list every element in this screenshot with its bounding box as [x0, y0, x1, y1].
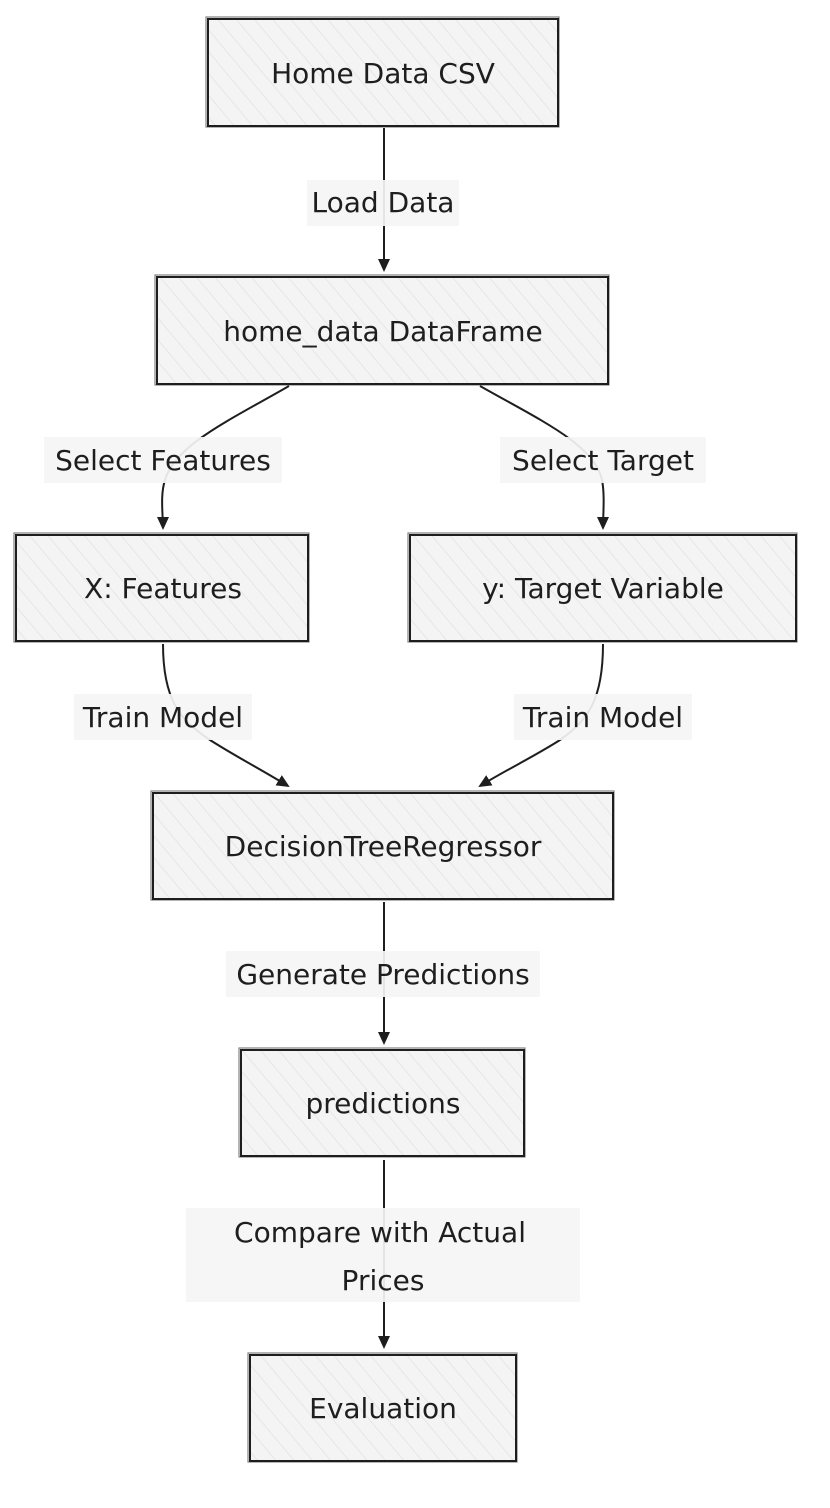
edge-labels: Load Data Select Features Select Target …: [44, 180, 706, 1302]
edge-label-load-data-text: Load Data: [312, 186, 455, 219]
edge-label-compare-line1: Compare with Actual: [234, 1216, 526, 1249]
node-decision-tree-regressor-label: DecisionTreeRegressor: [225, 830, 542, 863]
edge-label-train-model-right: Train Model: [514, 694, 692, 740]
node-x-features: X: Features: [13, 532, 310, 643]
node-x-features-label: X: Features: [84, 572, 242, 605]
edge-label-train-model-left-text: Train Model: [82, 701, 243, 734]
node-evaluation: Evaluation: [247, 1352, 518, 1463]
edge-label-select-features: Select Features: [44, 437, 282, 483]
edge-label-compare: Compare with Actual Prices: [186, 1208, 580, 1302]
edge-label-generate-predictions-text: Generate Predictions: [236, 958, 529, 991]
node-y-target-variable: y: Target Variable: [407, 532, 798, 643]
edge-label-select-features-text: Select Features: [55, 444, 271, 477]
node-predictions: predictions: [238, 1047, 526, 1158]
edge-label-load-data: Load Data: [307, 180, 459, 226]
node-decision-tree-regressor: DecisionTreeRegressor: [150, 790, 615, 901]
node-predictions-label: predictions: [305, 1087, 460, 1120]
edge-label-compare-line2: Prices: [342, 1264, 425, 1297]
node-home-data-dataframe: home_data DataFrame: [154, 274, 610, 386]
edge-label-select-target-text: Select Target: [512, 444, 694, 477]
edge-label-train-model-right-text: Train Model: [522, 701, 683, 734]
nodes: Home Data CSV home_data DataFrame X: Fea…: [13, 16, 798, 1463]
edge-label-train-model-left: Train Model: [74, 694, 252, 740]
node-y-target-variable-label: y: Target Variable: [482, 572, 724, 605]
node-home-data-csv: Home Data CSV: [205, 16, 560, 128]
node-home-data-csv-label: Home Data CSV: [271, 57, 495, 90]
edge-label-select-target: Select Target: [500, 437, 706, 483]
node-evaluation-label: Evaluation: [309, 1392, 457, 1425]
node-home-data-dataframe-label: home_data DataFrame: [223, 315, 542, 348]
edge-label-generate-predictions: Generate Predictions: [226, 951, 540, 997]
